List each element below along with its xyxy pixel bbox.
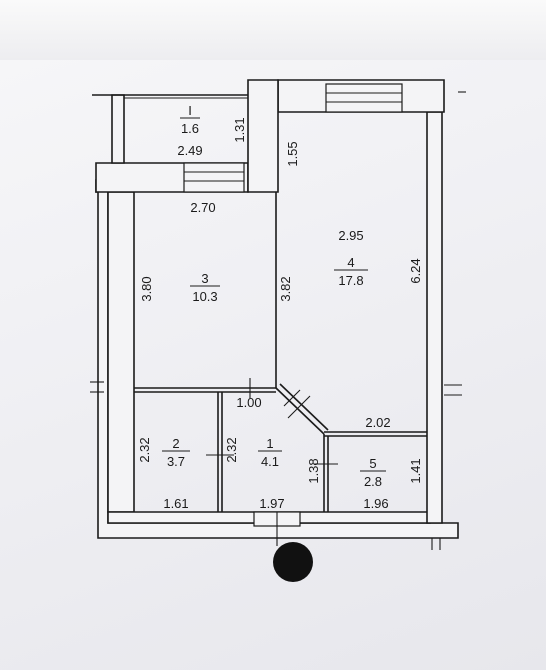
door-mark-hall-2: [287, 395, 311, 419]
room-2-number: 2: [172, 436, 179, 451]
room-4-number: 4: [347, 255, 354, 270]
window-balcony-door: [183, 162, 245, 193]
dim-passage: 1.55: [285, 141, 300, 166]
dim-room5-left: 1.38: [306, 458, 321, 483]
dim-room4-width: 2.95: [338, 228, 363, 243]
dim-room4-height: 6.24: [408, 258, 423, 283]
window-room4: [325, 83, 403, 113]
entrance-door: [253, 511, 301, 527]
dim-room3-width: 2.70: [190, 200, 215, 215]
room-I-area: 1.6: [181, 121, 199, 136]
room-3-number: 3: [201, 271, 208, 286]
dim-room1-width: 1.97: [259, 496, 284, 511]
room-1-area: 4.1: [261, 454, 279, 469]
room-I-number: I: [188, 103, 192, 118]
room-1-number: 1: [266, 436, 273, 451]
dim-balcony-depth: 1.31: [232, 117, 247, 142]
room-5-number: 5: [369, 456, 376, 471]
outer-wall-left: [107, 191, 135, 513]
door-mark-hall: [283, 389, 301, 407]
dim-room3-room4-wall: 3.82: [278, 276, 293, 301]
wall-balcony-left: [111, 94, 125, 164]
paper-top-edge: [0, 0, 546, 60]
dim-balcony-width: 2.49: [177, 143, 202, 158]
room-5-area: 2.8: [364, 474, 382, 489]
dim-room2-width: 1.61: [163, 496, 188, 511]
dim-room3-height: 3.80: [139, 276, 154, 301]
wall-step-vertical: [247, 79, 279, 193]
dim-room5-width: 1.96: [363, 496, 388, 511]
dim-room5-width-top: 2.02: [365, 415, 390, 430]
dim-room5-right: 1.41: [408, 458, 423, 483]
dim-room2-height: 2.32: [137, 437, 152, 462]
dim-hall-door: 1.00: [236, 395, 261, 410]
room-4-area: 17.8: [338, 273, 363, 288]
entrance-marker: [273, 542, 313, 582]
room-3-area: 10.3: [192, 289, 217, 304]
room-2-area: 3.7: [167, 454, 185, 469]
wall-diagonal: [275, 387, 325, 435]
outer-wall: [95, 179, 459, 539]
wall-diagonal-2: [279, 383, 329, 431]
outer-wall-right: [426, 111, 443, 524]
dim-room1-height: 2.32: [224, 437, 239, 462]
